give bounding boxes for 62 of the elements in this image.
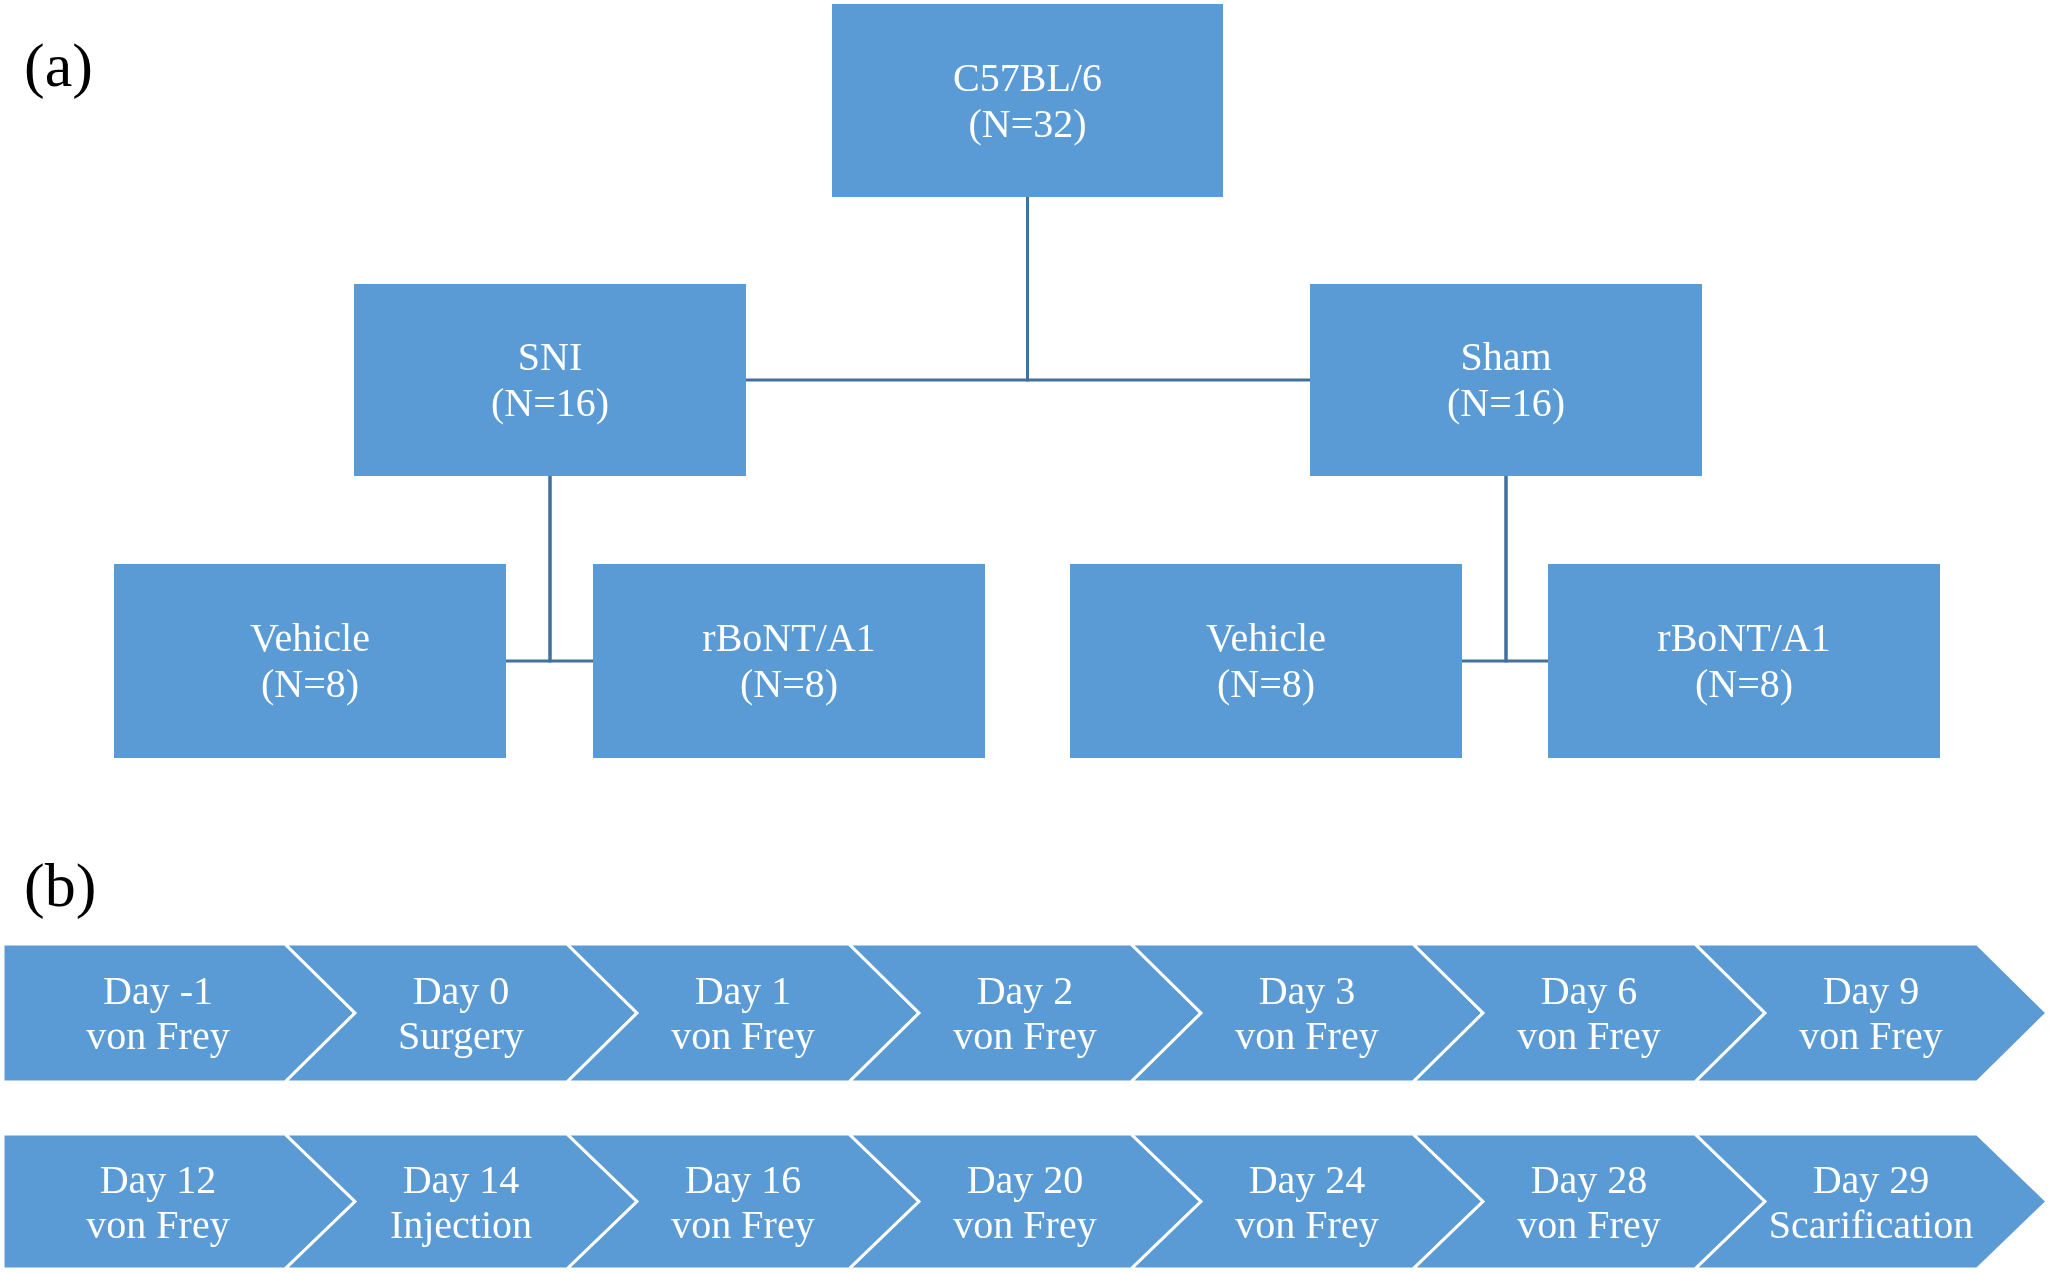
day-label: Day 3 [1258, 968, 1356, 1013]
group-name: Sham [1460, 334, 1552, 380]
chevron-step [1695, 944, 2047, 1082]
step-label: von Frey [953, 1201, 1097, 1247]
chevron-step [1695, 1134, 2047, 1269]
group-name: C57BL/6 [953, 54, 1102, 101]
group-count: (N=16) [490, 380, 610, 426]
group-count: (N=32) [968, 100, 1087, 147]
chevron-step [285, 1134, 637, 1269]
group-box [1070, 564, 1462, 758]
panel-label: (a) [24, 32, 93, 98]
chevron-step [1413, 944, 1765, 1082]
day-label: Day 9 [1822, 968, 1920, 1013]
step-label: von Frey [1799, 1013, 1943, 1058]
step-label: von Frey [1235, 1201, 1379, 1247]
step-label: von Frey [671, 1013, 815, 1058]
group-name: rBoNT/A1 [1657, 615, 1831, 661]
day-label: Day 28 [1530, 1156, 1648, 1202]
chevron-step [849, 1134, 1201, 1269]
day-label: Day 0 [412, 968, 510, 1013]
day-label: Day 29 [1812, 1156, 1930, 1202]
connector-line [1504, 476, 1548, 663]
group-box [1548, 564, 1940, 758]
group-count: (N=8) [1694, 661, 1794, 707]
chevron-step [567, 1134, 919, 1269]
group-name: SNI [517, 334, 583, 380]
group-name: Vehicle [1206, 615, 1326, 661]
step-label: von Frey [1517, 1201, 1661, 1247]
day-label: Day 6 [1540, 968, 1638, 1013]
connector-line [1026, 197, 1310, 382]
step-label: Injection [389, 1201, 533, 1247]
step-label: von Frey [953, 1013, 1097, 1058]
group-count: (N=8) [739, 661, 839, 707]
group-name: rBoNT/A1 [702, 615, 876, 661]
day-label: Day 16 [684, 1156, 802, 1202]
group-box [1310, 284, 1702, 476]
group-box [593, 564, 985, 758]
chevron-step [849, 944, 1201, 1082]
group-count: (N=8) [260, 661, 360, 707]
group-box [832, 4, 1223, 197]
step-label: von Frey [671, 1201, 815, 1247]
panel-label: (b) [24, 852, 97, 918]
chevron-step [1131, 944, 1483, 1082]
group-box [114, 564, 506, 758]
group-count: (N=8) [1216, 661, 1316, 707]
chevron-step [1131, 1134, 1483, 1269]
day-label: Day 14 [402, 1156, 520, 1202]
chevron-step [1413, 1134, 1765, 1269]
group-box [354, 284, 746, 476]
day-label: Day 1 [694, 968, 792, 1013]
step-label: von Frey [1517, 1013, 1661, 1058]
group-name: Vehicle [250, 615, 370, 661]
day-label: Day 2 [976, 968, 1074, 1013]
chevron-step [285, 944, 637, 1082]
group-count: (N=16) [1446, 380, 1566, 426]
chevron-step [567, 944, 919, 1082]
step-label: Surgery [398, 1013, 524, 1058]
day-label: Day 20 [966, 1156, 1084, 1202]
step-label: von Frey [1235, 1013, 1379, 1058]
day-label: Day 24 [1248, 1156, 1366, 1202]
connector-line [548, 476, 593, 663]
step-label: Scarification [1768, 1201, 1974, 1247]
